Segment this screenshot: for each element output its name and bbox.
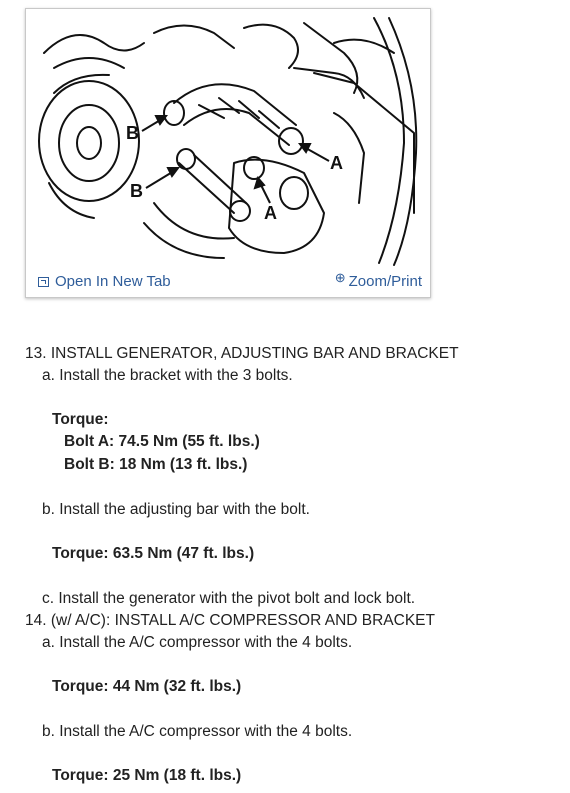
callout-a-right: A: [330, 153, 343, 173]
step-13a: a. Install the bracket with the 3 bolts.: [42, 367, 293, 384]
step-13a-bolt-b: Bolt B: 18 Nm (13 ft. lbs.): [64, 456, 248, 473]
step-14a-torque: Torque: 44 Nm (32 ft. lbs.): [52, 678, 242, 695]
step-13-title: 13. INSTALL GENERATOR, ADJUSTING BAR AND…: [25, 345, 459, 362]
step-13a-bolt-a: Bolt A: 74.5 Nm (55 ft. lbs.): [64, 433, 260, 450]
step-13b-torque: Torque: 63.5 Nm (47 ft. lbs.): [52, 545, 255, 562]
step-13c: c. Install the generator with the pivot …: [42, 590, 416, 607]
step-14b-torque: Torque: 25 Nm (18 ft. lbs.): [52, 767, 242, 784]
zoom-print-link[interactable]: ⊕ Zoom/Print: [334, 269, 422, 291]
zoom-print-label: Zoom/Print: [348, 273, 422, 290]
step-14a: a. Install the A/C compressor with the 4…: [42, 634, 353, 651]
engine-diagram: B A B A: [38, 17, 418, 266]
step-13a-torque-heading: Torque:: [52, 411, 109, 428]
figure-toolbar: Open In New Tab ⊕ Zoom/Print: [26, 269, 430, 295]
step-13b: b. Install the adjusting bar with the bo…: [42, 501, 310, 518]
callout-a-bottom: A: [264, 203, 277, 223]
callout-b-bottom: B: [130, 181, 143, 201]
figure-frame: B A B A Open In New Tab ⊕ Zoom/Print: [25, 8, 431, 298]
new-tab-icon: [38, 276, 49, 287]
zoom-icon: ⊕: [334, 269, 346, 285]
open-in-new-tab-link[interactable]: Open In New Tab: [38, 273, 171, 290]
callout-b-top: B: [126, 123, 139, 143]
step-14b: b. Install the A/C compressor with the 4…: [42, 723, 353, 740]
step-14-title: 14. (w/ A/C): INSTALL A/C COMPRESSOR AND…: [25, 612, 435, 629]
open-in-new-tab-label: Open In New Tab: [55, 273, 171, 290]
